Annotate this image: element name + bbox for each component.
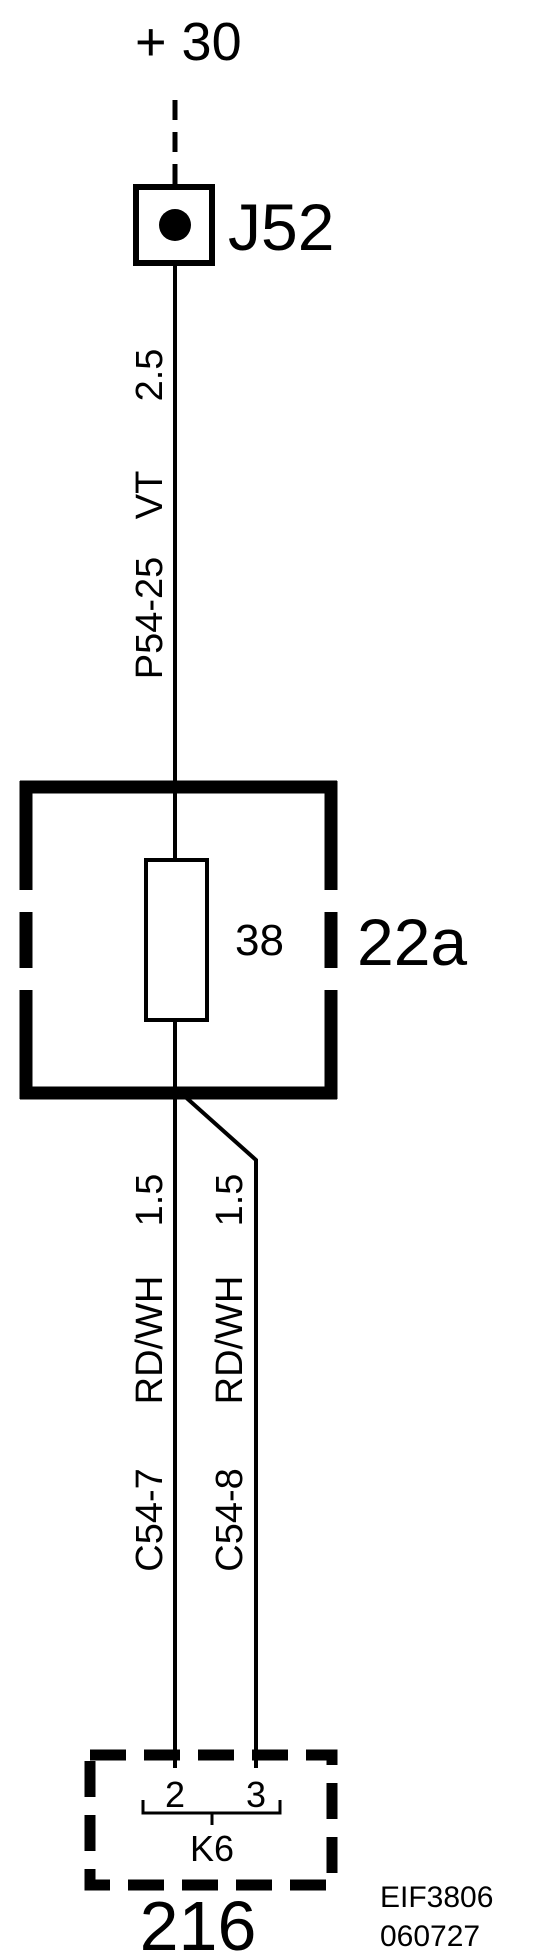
junction-label: J52	[228, 190, 334, 264]
junction-dot	[159, 209, 191, 241]
top-wire-color: VT	[129, 471, 171, 520]
component-id: 216	[140, 1887, 257, 1960]
bottom-wire-2	[179, 1091, 258, 1760]
connector-id: K6	[190, 1828, 234, 1869]
top-wire-circuit: P54-25	[129, 557, 171, 680]
fuse-box-frame	[19, 780, 338, 1100]
bottom-wire-2-color: RD/WH	[209, 1276, 251, 1405]
fuse-box-id: 22a	[357, 905, 467, 979]
bottom-wire-2-circuit: C54-8	[209, 1468, 251, 1572]
bottom-wire-1-circuit: C54-7	[129, 1468, 171, 1572]
supply-label: + 30	[135, 12, 242, 72]
reference-code: EIF3806	[380, 1881, 493, 1914]
pin-2-label: 2	[165, 1774, 185, 1815]
bottom-wire-2-size: 1.5	[209, 1174, 251, 1227]
top-wire-size: 2.5	[129, 349, 171, 402]
pin-3-label: 3	[246, 1774, 266, 1815]
connector-box	[84, 1749, 338, 1891]
bottom-wire-1-color: RD/WH	[129, 1276, 171, 1405]
fuse-element	[144, 858, 209, 1022]
fuse-number: 38	[235, 916, 284, 965]
bottom-wire-1-size: 1.5	[129, 1174, 171, 1227]
reference-date: 060727	[380, 1920, 480, 1953]
